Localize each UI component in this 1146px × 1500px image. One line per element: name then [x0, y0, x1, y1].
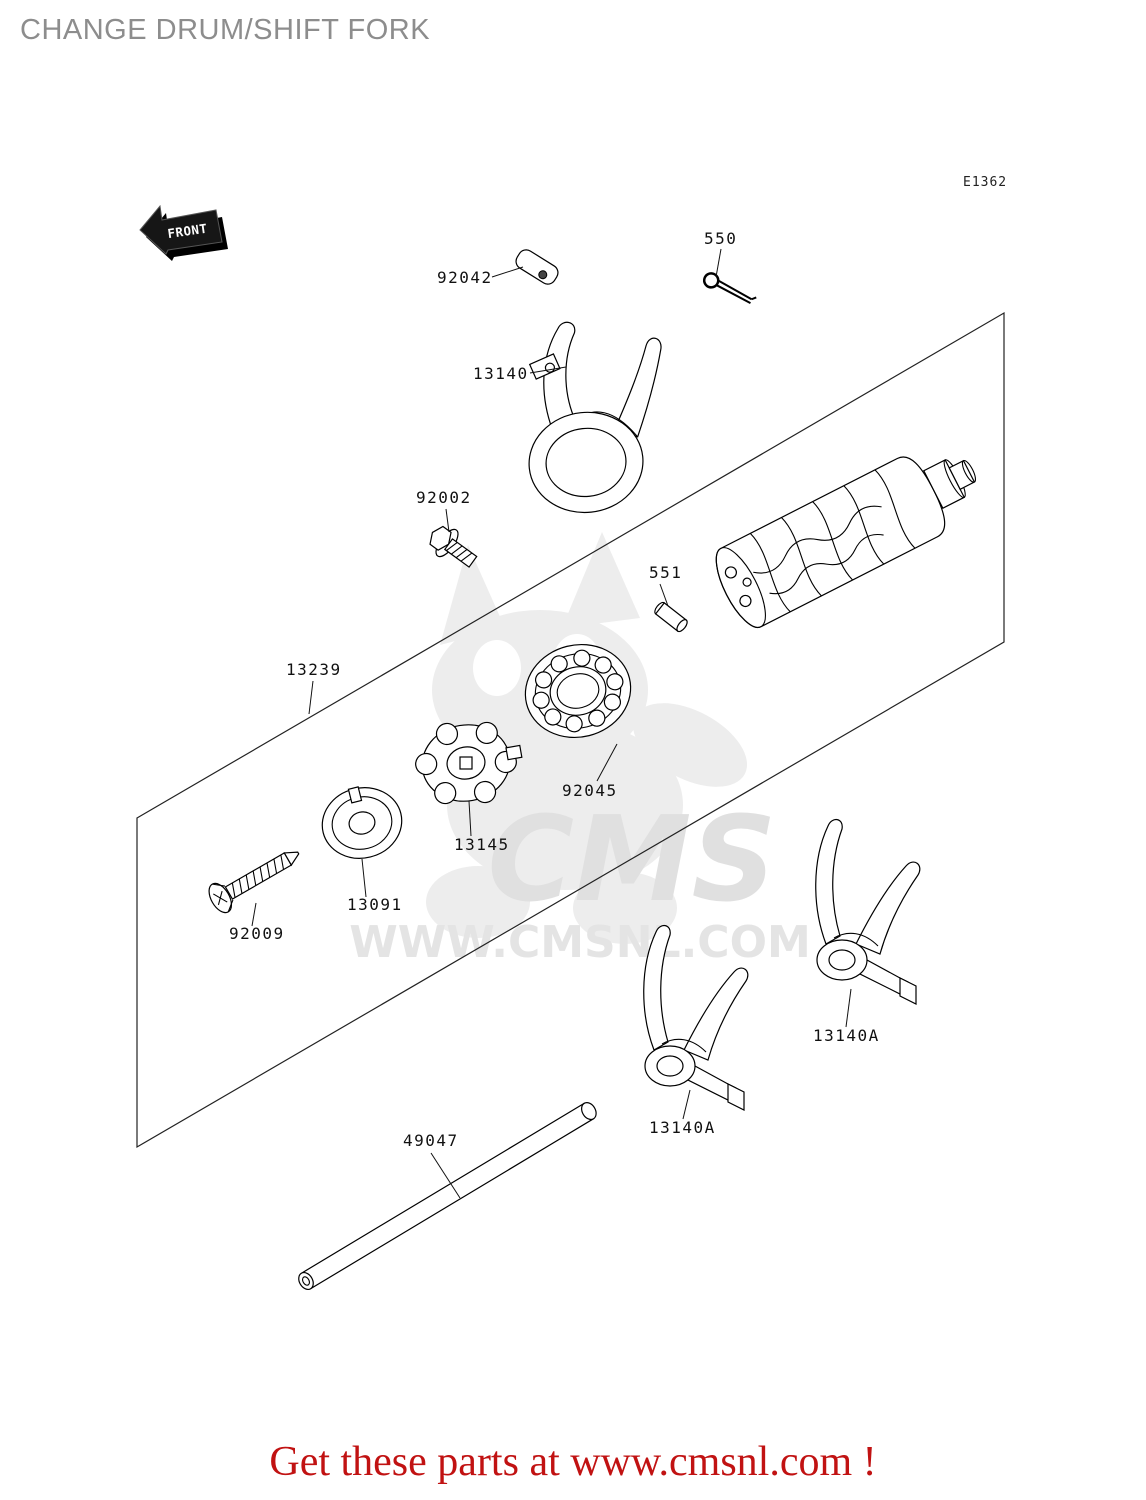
part-label-92042: 92042: [437, 268, 493, 287]
change-drum-drawing: [715, 456, 977, 629]
leader-lines: [251, 248, 852, 1199]
part-label-92009: 92009: [229, 924, 285, 943]
part-label-49047: 49047: [403, 1131, 459, 1150]
part-label-13145: 13145: [454, 835, 510, 854]
part-label-13140: 13140: [473, 364, 529, 383]
footer-link[interactable]: Get these parts at www.cmsnl.com !: [269, 1439, 877, 1485]
panel-outline: [136, 311, 1005, 1149]
cotter-pin-550-drawing: [702, 272, 757, 304]
disc-13091-drawing: [321, 786, 403, 859]
shift-fork-a-bottom-drawing: [643, 925, 749, 1111]
shift-fork-top-drawing: [528, 321, 662, 514]
screw-92009-drawing: [208, 851, 300, 914]
front-arrow-label: FRONT: [167, 221, 209, 241]
diagram-code: E1362: [963, 175, 1007, 190]
part-label-92045: 92045: [562, 781, 618, 800]
part-label-13091: 13091: [347, 895, 403, 914]
front-arrow: FRONT: [139, 204, 228, 261]
part-label-551: 551: [649, 563, 682, 582]
part-label-13140a-bottom: 13140A: [649, 1118, 716, 1137]
part-label-550: 550: [704, 229, 737, 248]
shift-fork-a-right-drawing: [815, 819, 921, 1005]
part-label-13140a-right: 13140A: [813, 1026, 880, 1045]
cam-holder-13145-drawing: [415, 721, 523, 805]
bearing-92045-drawing: [524, 643, 632, 739]
bolt-92002-drawing: [429, 525, 478, 568]
part-label-92002: 92002: [416, 488, 472, 507]
watermark-url-text: WWW.CMSNL.COM: [349, 917, 811, 968]
page-title: CHANGE DRUM/SHIFT FORK: [20, 14, 431, 46]
part-label-13239: 13239: [286, 660, 342, 679]
pin-551-drawing: [654, 601, 688, 633]
shift-rod-49047-drawing: [298, 1102, 597, 1291]
guide-pin-92042-drawing: [515, 249, 559, 285]
